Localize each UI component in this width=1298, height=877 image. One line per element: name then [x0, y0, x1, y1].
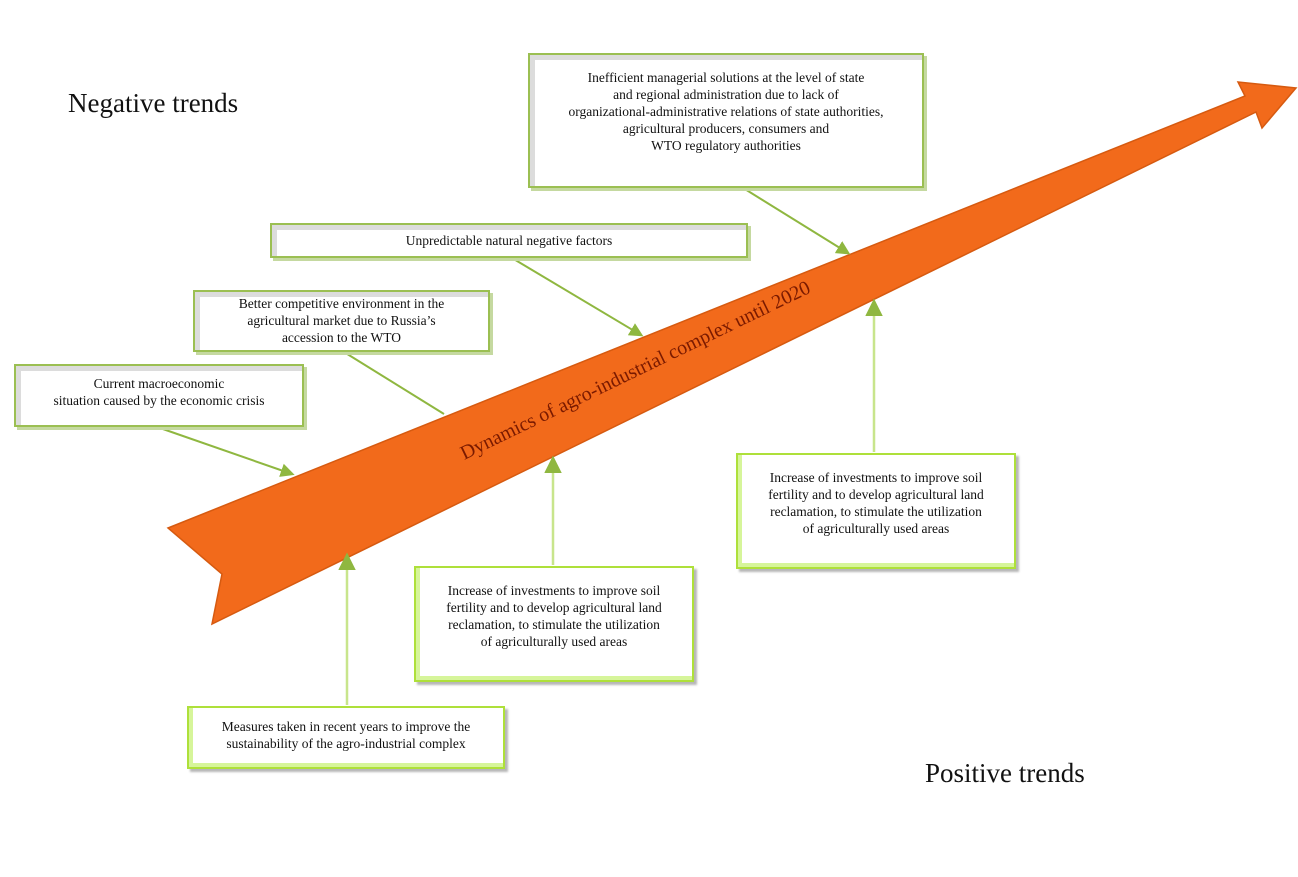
heading-positive-trends: Positive trends — [925, 758, 1085, 788]
positive-factor-investments-1: Increase of investments to improve soil … — [414, 566, 694, 682]
trend-arrow-label: Dynamics of agro-industrial complex unti… — [457, 277, 814, 465]
negative-factor-wto-competition: Better competitive environment in the ag… — [193, 290, 490, 352]
negative-factor-managerial-solutions: Inefficient managerial solutions at the … — [528, 53, 924, 188]
connector-negative-1 — [159, 427, 295, 477]
heading-negative-trends: Negative trends — [68, 88, 239, 118]
positive-factor-sustainability-measures: Measures taken in recent years to improv… — [187, 706, 505, 769]
connector-negative-4 — [739, 185, 851, 255]
connector-negative-2 — [343, 351, 445, 415]
trend-arrow — [166, 81, 1298, 626]
negative-factor-natural: Unpredictable natural negative factors — [270, 223, 748, 258]
negative-factor-economic-crisis: Current macroeconomic situation caused b… — [14, 364, 304, 427]
connector-negative-3 — [511, 257, 644, 337]
positive-factor-investments-2: Increase of investments to improve soil … — [736, 453, 1016, 569]
